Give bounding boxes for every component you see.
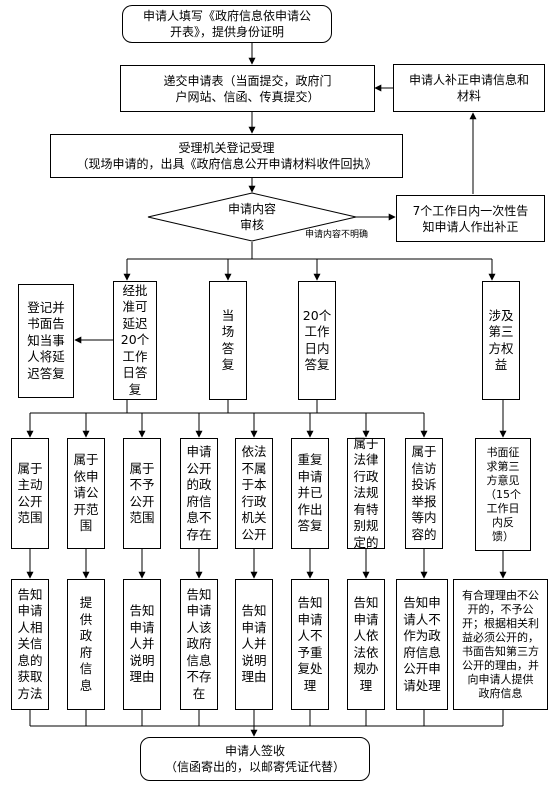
category-text: 属于 法律 行政 法规 有特 别规 定的 — [353, 435, 379, 550]
unclear-label: 申请内容不明确 — [305, 230, 369, 240]
category-box: 属于 法律 行政 法规 有特 别规 定的 — [347, 435, 385, 550]
outcome-box: 告知 申请 人依 法依 规办 理 — [347, 579, 385, 710]
review-label: 申请内容 审核 — [196, 201, 308, 233]
extended-box: 经批 准可 延迟 20个 工作 日答 复 — [113, 281, 157, 400]
third-party-result-box: 有合理理由不公 开的，不予公 开；根据相关利 益必须公开的， 书面告知第三方 公… — [453, 579, 548, 710]
category-text: 属于 依申 请公 开范 围 — [73, 452, 99, 534]
category-text: 属于 信访 投诉 举报 等内 容的 — [411, 444, 437, 542]
category-text: 依法 不属 于本 行政 机关 公开 — [241, 444, 267, 542]
category-text: 属于 不予 公开 范围 — [129, 460, 155, 526]
third-party-result-text: 有合理理由不公 开的，不予公 开；根据相关利 益必须公开的， 书面告知第三方 公… — [462, 588, 539, 700]
onsite-text: 当 场 答 复 — [221, 307, 235, 373]
extended-notice-text: 登记并 书面告 知当事 人将延 迟答复 — [27, 299, 65, 381]
notify-correction-text: 7个工作日内一次性告 知申请人作出补正 — [412, 203, 529, 234]
outcome-text: 告知 申请 人不 予重 复处 理 — [297, 595, 323, 693]
outcome-text: 告知 申请 人并 说明 理由 — [129, 603, 155, 685]
category-box: 申请 公开 的政 府信 息不 存在 — [180, 438, 218, 549]
register-text: 受理机关登记受理 （现场申请的，出具《政府信息公开申请材料收件回执》 — [76, 141, 377, 171]
category-box: 属于 信访 投诉 举报 等内 容的 — [405, 438, 443, 549]
outcome-box: 告知 申请 人不 予重 复处 理 — [291, 579, 329, 710]
third-party-opinion-box: 书面征 求第三 方意见 （15个 工作日 内反 馈） — [475, 438, 531, 551]
twenty-days-text: 20个 工作 日内 答复 — [302, 307, 332, 373]
submit-box: 递交申请表（当面提交，政府门 户网站、信函、传真提交） — [120, 65, 375, 112]
supplement-box: 申请人补正申请信息和 材料 — [393, 64, 545, 112]
third-party-text: 涉及 第三 方权 益 — [488, 307, 514, 373]
start-text: 申请人填写《政府信息依申请公 开表》，提供身份证明 — [142, 9, 311, 39]
third-party-box: 涉及 第三 方权 益 — [482, 281, 520, 400]
outcome-box: 告知 申请 人并 说明 理由 — [235, 579, 273, 710]
outcome-text: 告知 申请 人依 法依 规办 理 — [353, 595, 379, 693]
category-box: 属于 依申 请公 开范 围 — [67, 438, 105, 549]
review-diamond — [147, 192, 357, 242]
supplement-text: 申请人补正申请信息和 材料 — [408, 73, 529, 103]
notify-correction-box: 7个工作日内一次性告 知申请人作出补正 — [396, 195, 545, 242]
outcome-text: 告知 申请 人并 说明 理由 — [241, 603, 267, 685]
outcome-box: 告知 申请 人相 关信 息的 获取 方法 — [11, 579, 49, 710]
outcome-box: 提 供 政 府 信 息 — [67, 579, 105, 710]
category-box: 属于 不予 公开 范围 — [123, 438, 161, 549]
category-box: 依法 不属 于本 行政 机关 公开 — [235, 438, 273, 549]
submit-text: 递交申请表（当面提交，政府门 户网站、信函、传真提交） — [163, 73, 332, 104]
onsite-box: 当 场 答 复 — [209, 281, 247, 400]
category-box: 重复 申请 并已 作出 答复 — [291, 438, 329, 549]
end-box: 申请人签收 （信函寄出的，以邮寄凭证代替） — [140, 737, 370, 781]
outcome-box: 告知 申请 人并 说明 理由 — [123, 579, 161, 710]
end-text: 申请人签收 （信函寄出的，以邮寄凭证代替） — [164, 744, 345, 774]
review-text: 申请内容 审核 — [227, 202, 276, 232]
outcome-box: 告知 申请 人该 政府 信息 不存 在 — [180, 579, 218, 710]
outcome-text: 告知申 请人不 作为政 府信息 公开申 请处理 — [403, 595, 441, 693]
extended-notice-box: 登记并 书面告 知当事 人将延 迟答复 — [18, 284, 74, 398]
twenty-days-box: 20个 工作 日内 答复 — [298, 281, 336, 400]
outcome-text: 告知 申请 人该 政府 信息 不存 在 — [186, 586, 212, 701]
third-party-opinion-text: 书面征 求第三 方意见 （15个 工作日 内反 馈） — [485, 445, 521, 543]
start-box: 申请人填写《政府信息依申请公 开表》，提供身份证明 — [122, 5, 332, 43]
outcome-text: 提 供 政 府 信 息 — [79, 595, 93, 693]
outcome-box: 告知申 请人不 作为政 府信息 公开申 请处理 — [396, 579, 448, 710]
outcome-text: 告知 申请 人相 关信 息的 获取 方法 — [17, 586, 43, 701]
register-box: 受理机关登记受理 （现场申请的，出具《政府信息公开申请材料收件回执》 — [50, 134, 403, 178]
category-text: 申请 公开 的政 府信 息不 存在 — [186, 444, 212, 542]
category-text: 重复 申请 并已 作出 答复 — [297, 452, 323, 534]
extended-text: 经批 准可 延迟 20个 工作 日答 复 — [120, 282, 150, 397]
category-box: 属于 主动 公开 范围 — [11, 438, 49, 549]
category-text: 属于 主动 公开 范围 — [17, 460, 43, 526]
